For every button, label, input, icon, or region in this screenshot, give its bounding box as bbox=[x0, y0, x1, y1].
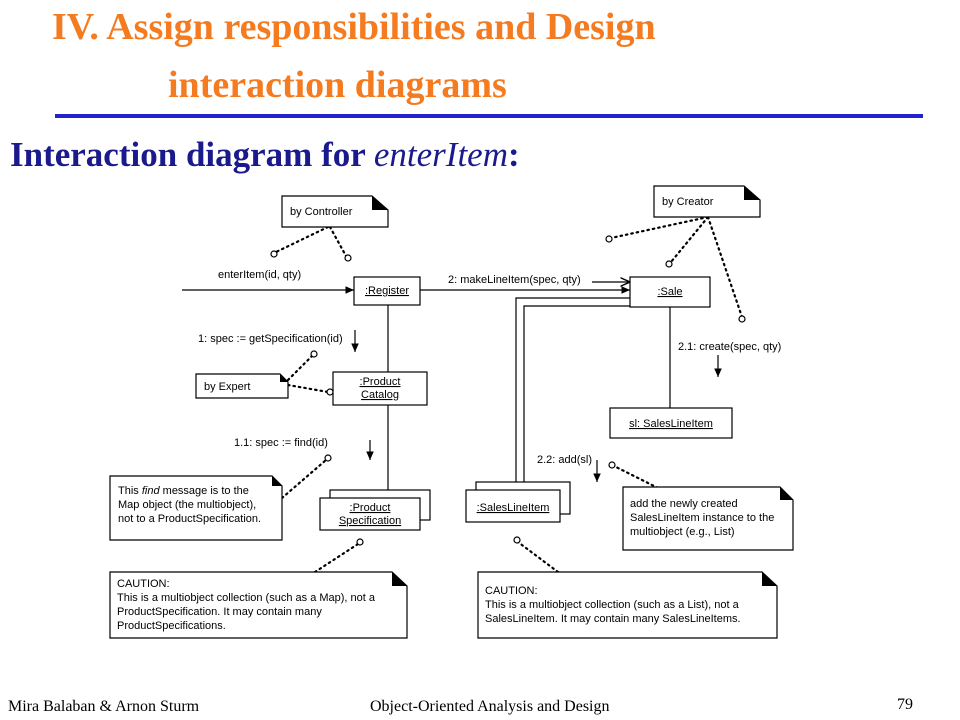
by-creator-text: by Creator bbox=[662, 196, 714, 208]
sale-label: :Sale bbox=[657, 286, 682, 298]
diagram-heading-method: enterItem bbox=[373, 137, 508, 174]
enter-item-message: enterItem(id, qty) bbox=[218, 269, 301, 281]
creator-anchor-2 bbox=[665, 260, 673, 268]
by-controller-text: by Controller bbox=[290, 206, 353, 218]
diagram-heading-colon: : bbox=[508, 137, 520, 174]
product-catalog-object bbox=[332, 371, 428, 406]
expert-note-connector-2 bbox=[286, 383, 330, 394]
sales-line-item-multi-label: :SalesLineItem bbox=[477, 502, 550, 514]
find-note-line1b: find bbox=[142, 485, 161, 497]
product-catalog-label-1: :Product bbox=[360, 376, 401, 388]
caution-left-connector bbox=[313, 542, 360, 574]
by-creator-note bbox=[653, 185, 761, 218]
slide-title-line1: IV. Assign responsibilities and Design bbox=[52, 6, 656, 48]
creator-anchor-3 bbox=[738, 315, 746, 323]
creator-note-connector-3 bbox=[706, 215, 744, 319]
expert-anchor-1 bbox=[310, 350, 318, 358]
sales-line-item-multiobject-front bbox=[465, 489, 561, 523]
add-note-line1: add the newly created bbox=[630, 498, 738, 510]
by-expert-note bbox=[195, 373, 289, 399]
controller-note-connector-2 bbox=[328, 225, 348, 258]
diagram-heading: Interaction diagram for enterItem: bbox=[10, 137, 520, 175]
product-spec-label-1: :Product bbox=[350, 502, 391, 514]
add-note-connector bbox=[612, 464, 660, 490]
expert-anchor-2 bbox=[326, 388, 334, 396]
page-number: 79 bbox=[897, 696, 913, 713]
find-note-connector bbox=[280, 458, 328, 500]
create-message: 2.1: create(spec, qty) bbox=[678, 341, 781, 353]
sl-object bbox=[609, 407, 733, 439]
creator-anchor-1 bbox=[605, 235, 613, 243]
caution-left-line4: ProductSpecifications. bbox=[117, 620, 226, 632]
caution-right-line2: This is a multiobject collection (such a… bbox=[485, 599, 740, 611]
caution-right-connector bbox=[516, 540, 560, 574]
register-label: :Register bbox=[365, 285, 409, 297]
get-spec-message: 1: spec := getSpecification(id) bbox=[198, 333, 343, 345]
caution-left-line1: CAUTION: bbox=[117, 578, 170, 590]
footer-course: Object-Oriented Analysis and Design bbox=[370, 698, 610, 715]
add-anchor bbox=[608, 461, 616, 469]
sale-multiobject-link-1 bbox=[515, 297, 630, 482]
product-spec-label-2: Specification bbox=[339, 515, 401, 527]
by-expert-text: by Expert bbox=[204, 381, 250, 393]
controller-note-connector-1 bbox=[274, 225, 330, 254]
find-message: 1.1: spec := find(id) bbox=[234, 437, 328, 449]
by-controller-note bbox=[281, 195, 389, 228]
caution-right-note bbox=[477, 571, 778, 639]
caution-right-fold bbox=[762, 572, 777, 586]
sale-object bbox=[629, 276, 711, 308]
make-line-item-message: 2: makeLineItem(spec, qty) bbox=[448, 274, 581, 286]
product-spec-multiobject-front bbox=[319, 497, 421, 531]
caution-right-line1: CAUTION: bbox=[485, 585, 538, 597]
caution-left-note bbox=[109, 571, 408, 639]
creator-note-connector-1 bbox=[609, 215, 710, 240]
footer-authors: Mira Balaban & Arnon Sturm bbox=[8, 698, 200, 715]
find-note-fold bbox=[272, 476, 282, 486]
find-note-line1a: This bbox=[118, 485, 142, 497]
caution-left-anchor bbox=[356, 538, 364, 546]
caution-left-line2: This is a multiobject collection (such a… bbox=[117, 592, 376, 604]
product-catalog-label-2: Catalog bbox=[361, 389, 399, 401]
controller-anchor-2 bbox=[344, 254, 352, 262]
caution-left-fold bbox=[392, 572, 407, 586]
title-divider bbox=[55, 114, 923, 118]
expert-note-connector-1 bbox=[286, 354, 314, 382]
find-note-line3: not to a ProductSpecification. bbox=[118, 513, 261, 525]
by-creator-fold bbox=[744, 186, 760, 200]
by-expert-fold bbox=[280, 374, 288, 382]
diagram-heading-text: Interaction diagram for bbox=[10, 137, 374, 174]
caution-right-anchor bbox=[513, 536, 521, 544]
sl-label: sl: SalesLineItem bbox=[629, 418, 713, 430]
by-controller-fold bbox=[372, 196, 388, 210]
slide-title-line2: interaction diagrams bbox=[168, 64, 507, 106]
add-note-line2: SalesLineItem instance to the bbox=[630, 512, 774, 524]
add-note-line3: multiobject (e.g., List) bbox=[630, 526, 735, 538]
add-message: 2.2: add(sl) bbox=[537, 454, 592, 466]
register-object bbox=[353, 276, 421, 306]
find-note bbox=[109, 475, 283, 541]
caution-left-line3: ProductSpecification. It may contain man… bbox=[117, 606, 322, 618]
add-note-fold bbox=[780, 487, 793, 500]
find-note-line1: This find message is to the bbox=[118, 485, 249, 497]
creator-note-connector-2 bbox=[669, 215, 710, 264]
caution-right-line3: SalesLineItem. It may contain many Sales… bbox=[485, 613, 741, 625]
controller-anchor-1 bbox=[270, 250, 278, 258]
find-anchor bbox=[324, 454, 332, 462]
find-note-line1c: message is to the bbox=[160, 485, 249, 497]
add-note bbox=[622, 486, 794, 551]
sale-multiobject-link-2 bbox=[523, 305, 630, 482]
find-note-line2: Map object (the multiobject), bbox=[118, 499, 256, 511]
